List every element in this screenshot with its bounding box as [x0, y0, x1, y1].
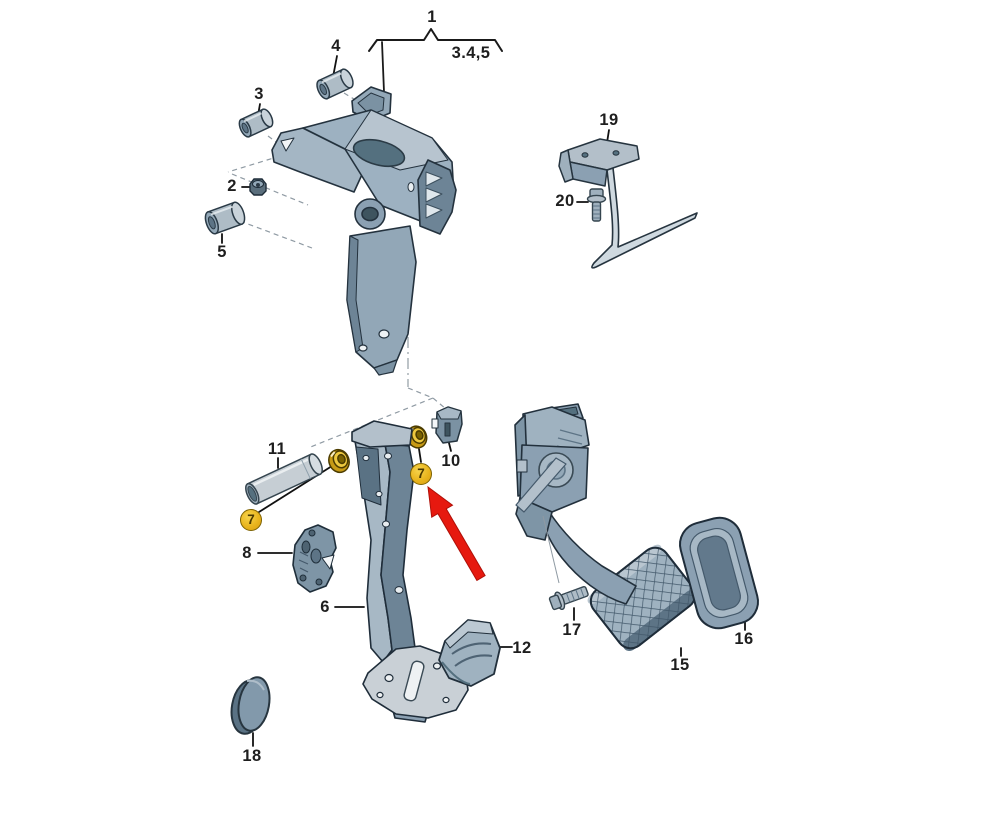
part-label-4: 4 [331, 36, 341, 55]
part-label-15: 15 [670, 655, 690, 674]
part-4-bushing [316, 68, 354, 100]
part-label-16: 16 [734, 629, 754, 648]
part-label-3: 3 [254, 84, 264, 103]
part-17-bolt [548, 586, 589, 611]
part-18-cap [230, 676, 271, 735]
part-7-badge-right: 7 [410, 463, 432, 485]
part-label-6: 6 [320, 597, 330, 616]
part-11-pivot-pin [245, 453, 323, 505]
part-label-11: 11 [267, 439, 287, 458]
part-label-18: 18 [242, 746, 262, 765]
part-5-bushing [204, 201, 246, 235]
part-10-clip [431, 406, 463, 444]
part-label-10: 10 [441, 451, 461, 470]
part-2-nut [249, 178, 267, 196]
part-label-2: 2 [227, 176, 237, 195]
part-7-badge-left: 7 [240, 509, 262, 531]
part-16-pedal-pad [679, 516, 759, 630]
part-label-1: 1 [427, 7, 437, 26]
part-label-12: 12 [512, 638, 532, 657]
part-1-pedal-bracket [271, 86, 457, 376]
part-20-bolt [586, 188, 607, 222]
part-label-17: 17 [562, 620, 582, 639]
part-12-pedal-pad [438, 619, 501, 687]
part-label-8: 8 [242, 543, 252, 562]
group-1-brace [368, 28, 503, 93]
part-label-19: 19 [599, 110, 619, 129]
part-8-mounting-bracket [292, 524, 337, 593]
pointer-arrow [427, 485, 486, 582]
part-19-retaining-bracket [558, 138, 698, 269]
group-label-345: 3.4,5 [451, 43, 491, 62]
part-3-bushing [238, 108, 274, 138]
part-7-nut-left [328, 448, 350, 474]
part-15-accelerator-pedal [514, 403, 698, 651]
part-label-5: 5 [217, 242, 227, 261]
leader-lines [221, 55, 746, 747]
part-label-20: 20 [555, 191, 575, 210]
